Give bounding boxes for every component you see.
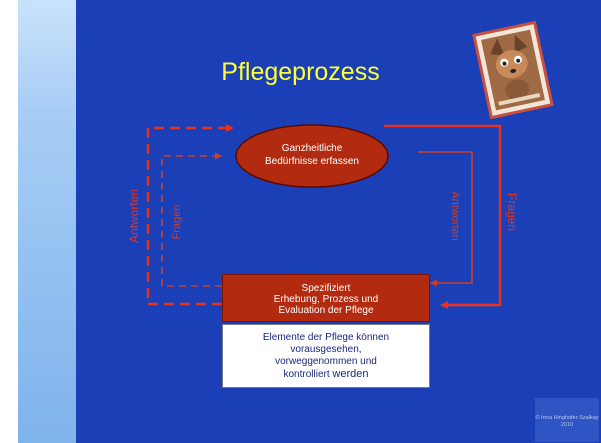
cartoon-dog-card-icon xyxy=(472,20,554,120)
ellipse-label: Ganzheitliche Bedürfnisse erfassen xyxy=(265,143,359,167)
arrow-antworten-right xyxy=(418,151,473,287)
label-antworten-left: Antworten xyxy=(127,189,141,243)
spezifiziert-box xyxy=(222,274,430,322)
label-fragen-right: Fragen xyxy=(505,193,519,231)
elemente-box-label: Elemente der Pflege können vorausgesehen… xyxy=(262,332,390,380)
arrow-fragen-left xyxy=(161,152,222,287)
needs-ellipse xyxy=(235,124,389,188)
elemente-box xyxy=(222,324,430,388)
label-fragen-left: Fragen xyxy=(171,205,183,240)
footer-box xyxy=(535,398,599,442)
slide-title: Pflegeprozess xyxy=(221,58,380,86)
sidebar-gradient xyxy=(18,0,76,443)
spezifiziert-box-label: Spezifiziert Erhebung, Prozess und Evalu… xyxy=(273,283,379,316)
label-antworten-right: Antworten xyxy=(449,191,461,241)
copyright-label: © Irma Hinghofer-Szalkay 2010 xyxy=(535,415,599,428)
arrow-fragen-right xyxy=(384,124,502,309)
arrow-antworten-left xyxy=(146,124,234,306)
